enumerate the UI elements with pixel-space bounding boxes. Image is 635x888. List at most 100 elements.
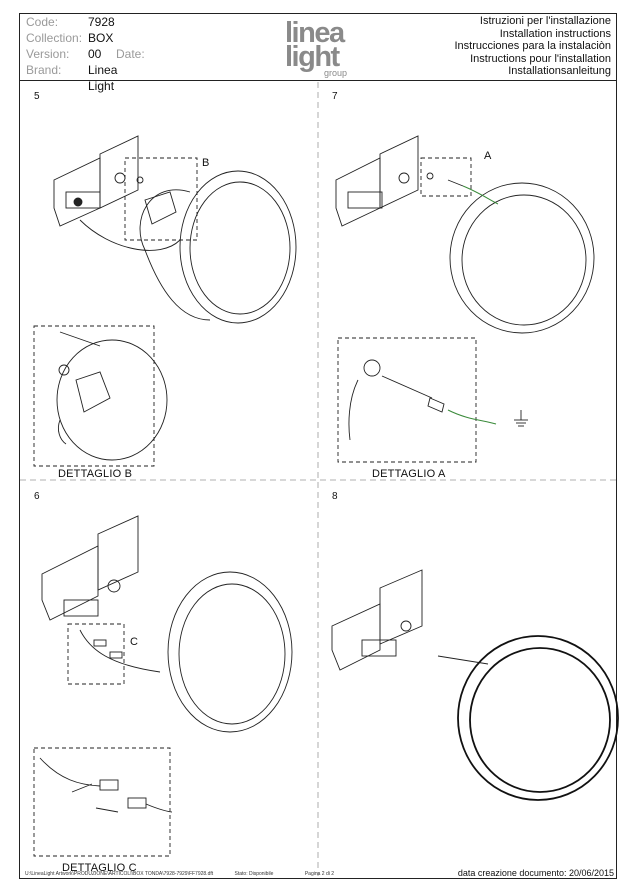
detail-b-hand [75,371,111,413]
instruction-sheet: Code: 7928 Collection: BOX Version: 00 D… [19,13,619,879]
detail-b-arrow [59,331,101,347]
instructions-de: Installationsanleitung [508,65,611,77]
label-a: A [484,150,492,162]
step-5-illustration [33,135,297,467]
connector-dot [73,197,83,207]
detail-a-arrow [381,375,433,399]
lamp-front-ring [167,571,293,733]
lamp-front-ring [179,170,297,324]
detail-b-ring [58,364,70,376]
bracket-left-wing [335,157,381,227]
logo-line3: group [324,68,347,78]
step-8-illustration [331,569,619,801]
step-7-panel: 7 [318,80,617,480]
lamp-inner-ring [178,583,286,725]
ground-terminal [447,179,464,187]
footer-status: Stato: Disponibile [234,871,274,877]
step-6-panel: 6 C DETTAGLIO C [20,480,318,876]
step-7-illustration [335,135,595,463]
detail-a-ground-wire [447,409,497,425]
lamp-inner-ring [461,194,587,326]
brand-label: Brand: [26,63,62,77]
footer-path: U:\LineaLight Artwork\PRODUZIONE\ARTICOL… [25,871,214,877]
bracket-screw [107,579,121,593]
detail-a-terminal [427,397,445,413]
bracket-screw [114,172,126,184]
instructions-languages: Istruzioni per l'installazione Installat… [454,15,611,78]
code-value: 7928 [88,15,115,29]
cable [79,629,161,673]
bracket-plate [99,135,139,209]
driver-box [347,191,383,209]
collection-label: Collection: [26,31,83,45]
detail-b-rotate-arrow [57,419,67,445]
ground-wire [462,185,499,205]
ring-part [136,176,144,184]
detail-a-caption: DETTAGLIO A [372,468,446,480]
detail-b-lamp-arc [56,339,168,461]
step-8-panel: 8 [318,480,619,876]
bracket-plate [379,569,423,645]
brand-value: Linea Light [88,63,118,93]
detail-c-connector-b [127,797,147,809]
driver-box [361,639,397,657]
instructions-fr: Instructions pour l'installation [470,52,611,65]
ground-screw [426,172,434,180]
step-5-number: 5 [34,91,40,102]
driver-box [63,599,99,617]
detail-c-arrow-left [71,783,93,793]
driver-box [65,191,101,209]
detail-c-caption: DETTAGLIO C [62,862,137,874]
bracket-left-wing [53,157,101,227]
bracket-plate [97,515,139,591]
bracket-left-wing [41,545,99,621]
bracket-screw [400,620,412,632]
footer-created: data creazione documento: 20/06/2015 [457,868,614,878]
detail-b-panel [33,325,155,467]
logo-line1: linea [285,17,346,49]
step-6-illustration [33,515,293,857]
bracket-plate [379,135,419,209]
detail-a-panel [337,337,477,463]
lamp-inner-ring [189,181,291,315]
detail-c-box [67,623,125,685]
collection-value: BOX [88,31,114,45]
detail-a-screw [363,359,381,377]
instructions-es: Instrucciones para la instalaciòn [454,40,611,52]
detail-c-cable-right [145,803,173,813]
label-b: B [202,157,210,169]
date-label: Date: [116,47,145,61]
logo-line2: light [285,41,341,73]
code-label: Code: [26,15,59,29]
detail-b-box [124,157,198,241]
step-8-number: 8 [332,491,338,502]
panel-dividers [20,82,617,876]
lamp-outer-ring [449,182,595,334]
label-c: C [130,636,139,648]
header: Code: 7928 Collection: BOX Version: 00 D… [20,14,616,93]
footer-meta: U:\LineaLight Artwork\PRODUZIONE\ARTICOL… [25,871,334,877]
detail-c-connector-a [99,779,119,791]
detail-c-arrow-right [95,807,119,813]
step-7-number: 7 [332,91,338,102]
step-5-panel: 5 [20,80,318,480]
cable [79,219,181,251]
footer-page: Pagina 2 di 2 [304,871,335,877]
detail-a-bracket-edge [348,379,359,441]
instructions-it: Istruzioni per l'installazione [479,15,611,27]
detail-c-panel [33,747,171,857]
hand-sketch [144,191,177,225]
version-value: 00 [88,47,102,61]
detail-a-box [420,157,472,197]
detail-b-caption: DETTAGLIO B [58,468,133,480]
linea-light-logo: linea light group [285,17,347,78]
lamp-outer-ring [457,635,619,801]
lamp-inner-ring [469,647,611,793]
version-label: Version: [26,47,70,61]
step-6-number: 6 [34,491,40,502]
bracket-left-wing [331,603,381,671]
instructions-en: Installation instructions [499,27,611,40]
connector-female [109,651,123,659]
bracket-screw [398,172,410,184]
detail-c-cable-left [39,757,101,787]
